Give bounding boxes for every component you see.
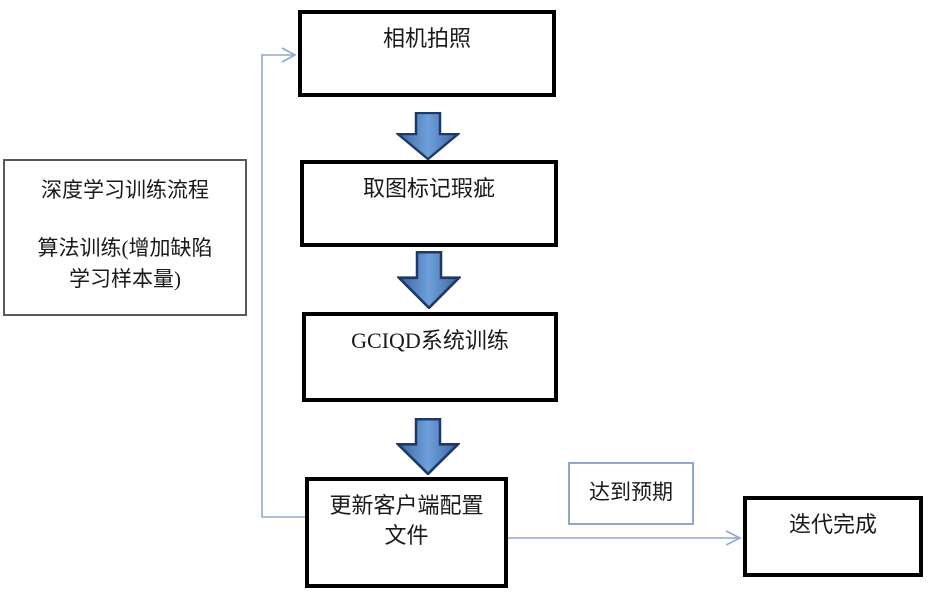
note-spacer: [5, 206, 245, 233]
down-arrow-shape-icon: [396, 112, 460, 160]
feedback-arrowhead-icon: [281, 47, 297, 63]
edge-label-text: 达到预期: [589, 480, 673, 504]
node-mark-defects-label: 取图标记瑕疵: [362, 176, 495, 201]
edge-label-box: 达到预期: [568, 462, 694, 525]
down-arrow-shape-icon: [396, 418, 460, 475]
node-update-config-label: 文件: [384, 522, 429, 548]
note-line: 深度学习训练流程: [41, 178, 209, 202]
down-block-arrow-2: [397, 251, 461, 309]
node-update-config-label: 更新客户端配置: [329, 493, 484, 518]
down-arrow-shape-icon: [397, 251, 461, 309]
node-iteration-done: 迭代完成: [743, 496, 923, 577]
node-camera: 相机拍照: [298, 10, 556, 97]
node-iteration-done-label: 迭代完成: [788, 512, 877, 537]
node-update-config: 更新客户端配置 文件: [305, 477, 508, 588]
down-block-arrow-1: [396, 112, 460, 160]
node-camera-label: 相机拍照: [382, 26, 471, 51]
node-gciqd-training-label: GCIQD系统训练: [351, 328, 509, 353]
note-line: 算法训练(增加缺陷: [37, 236, 213, 260]
feedback-connector: [261, 47, 305, 518]
note-line: 学习样本量): [69, 267, 181, 291]
note-box: 深度学习训练流程 算法训练(增加缺陷 学习样本量): [3, 159, 247, 316]
completion-arrowhead-icon: [725, 530, 742, 546]
node-gciqd-training: GCIQD系统训练: [302, 312, 558, 402]
completion-connector: [508, 530, 742, 546]
feedback-line: [261, 54, 305, 518]
down-block-arrow-3: [396, 418, 460, 475]
node-mark-defects: 取图标记瑕疵: [300, 160, 558, 247]
